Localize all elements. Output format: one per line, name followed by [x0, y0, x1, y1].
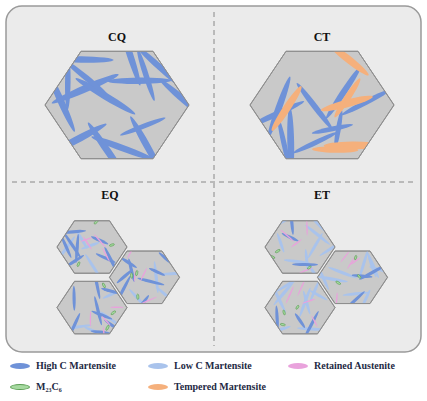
legend-swatch	[288, 363, 308, 369]
legend-text: Tempered Martensite	[174, 381, 266, 392]
carbide	[335, 281, 341, 286]
legend-text: High C Martensite	[36, 360, 116, 371]
martensite-needle	[72, 286, 76, 311]
martensite-needle	[49, 56, 114, 64]
legend-text: Retained Austenite	[314, 360, 395, 371]
carbide	[137, 294, 139, 300]
martensite-needle	[343, 290, 366, 312]
legend-swatch	[148, 363, 168, 369]
austenite-film	[285, 286, 294, 304]
carbide	[280, 323, 286, 326]
martensite-needle	[302, 310, 320, 339]
panel-title: EQ	[101, 188, 118, 203]
austenite-film	[280, 229, 294, 242]
panel-title: ET	[314, 188, 330, 203]
austenite-film	[340, 251, 350, 263]
martensite-needle	[137, 277, 165, 287]
martensite-needle	[287, 107, 295, 175]
martensite-needle	[158, 251, 174, 265]
martensite-needle	[294, 312, 307, 328]
austenite-film	[102, 247, 110, 261]
legend-text: Low C Martensite	[174, 360, 252, 371]
carbide	[275, 249, 281, 254]
martensite-needle	[289, 212, 294, 236]
carbide	[77, 261, 81, 266]
martensite-needle	[157, 76, 213, 125]
martensite-needle	[127, 258, 136, 282]
martensite-needle	[60, 235, 73, 259]
carbide	[135, 270, 138, 276]
grain	[249, 40, 394, 175]
grain	[110, 246, 188, 311]
martensite-needle	[62, 58, 110, 98]
carbide	[102, 283, 106, 289]
legend-item: M₂₃C₆	[10, 381, 62, 392]
martensite-needle	[91, 310, 113, 321]
panel-title: CT	[314, 30, 331, 45]
martensite-needle	[90, 134, 154, 163]
austenite-film	[80, 237, 92, 242]
outer-panel	[6, 6, 421, 352]
martensite-needle	[68, 312, 81, 336]
austenite-film	[101, 316, 111, 326]
low-c-needle	[81, 241, 100, 251]
austenite-film	[311, 315, 318, 327]
carbide	[130, 273, 132, 278]
martensite-needle	[74, 234, 80, 263]
austenite-film	[93, 234, 106, 249]
carbide	[283, 310, 286, 315]
low-c-needle	[84, 253, 103, 280]
austenite-film	[140, 268, 148, 282]
carbide	[109, 243, 115, 247]
low-c-needle	[269, 325, 291, 334]
legend-swatch	[148, 384, 168, 390]
martensite-needle	[292, 263, 318, 267]
martensite-needle	[93, 296, 103, 326]
carbide	[105, 325, 109, 331]
divider	[12, 182, 415, 183]
austenite-film	[110, 307, 123, 309]
carbide	[295, 305, 299, 310]
low-c-needle	[275, 276, 301, 293]
carbide	[307, 266, 312, 270]
carbide	[110, 310, 116, 315]
legend-item: Tempered Martensite	[148, 381, 266, 392]
legend-item: High C Martensite	[10, 360, 116, 371]
martensite-needle	[65, 55, 71, 110]
austenite-film	[127, 246, 134, 259]
divider	[214, 12, 215, 346]
legend-text: M₂₃C₆	[36, 381, 62, 392]
carbide	[357, 274, 362, 279]
tempered-needle	[269, 84, 305, 133]
martensite-needle	[74, 75, 137, 117]
martensite-needle	[135, 47, 157, 102]
tempered-needle	[326, 40, 371, 78]
tempered-needle	[332, 77, 363, 119]
martensite-needle	[127, 115, 166, 177]
low-c-needle	[343, 291, 369, 297]
martensite-needle	[92, 269, 101, 299]
tempered-needle	[312, 146, 358, 153]
panel-title: CQ	[108, 30, 126, 45]
legend-swatch	[10, 363, 30, 369]
martensite-needle	[59, 229, 86, 234]
legend-item: Retained Austenite	[288, 360, 395, 371]
legend-swatch	[10, 384, 30, 390]
grain	[42, 22, 213, 182]
martensite-needle	[324, 65, 364, 121]
legend-item: Low C Martensite	[148, 360, 252, 371]
grain	[316, 249, 390, 311]
austenite-film	[306, 220, 308, 236]
carbide	[94, 219, 99, 224]
austenite-film	[336, 292, 338, 304]
austenite-film	[302, 298, 316, 304]
martensite-needle	[64, 254, 85, 269]
carbide	[354, 255, 357, 260]
martensite-needle	[148, 267, 165, 277]
low-c-needle	[328, 266, 358, 280]
austenite-film	[90, 311, 92, 326]
